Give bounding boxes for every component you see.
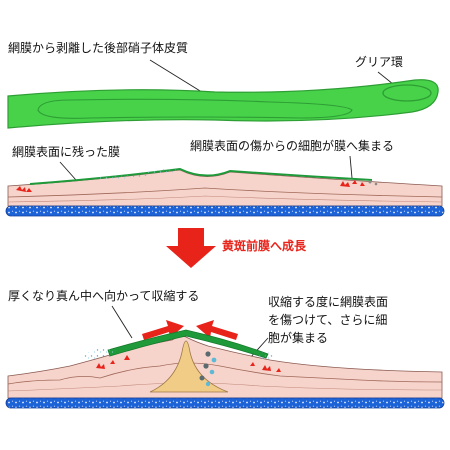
retina-top-layer-2 xyxy=(7,195,443,203)
label-glial-ring: グリア環 xyxy=(355,55,403,69)
choroid-bottom xyxy=(5,397,445,409)
retina-top xyxy=(5,167,445,217)
retina-top-layer xyxy=(7,187,443,198)
label-contraction: 厚くなり真ん中へ向かって収縮する xyxy=(8,288,199,303)
rising-cells xyxy=(199,351,217,387)
red-cells-bottom-left xyxy=(96,355,130,369)
label-growth: 黄斑前膜へ成長 xyxy=(222,238,307,253)
vitreous-inner-outline xyxy=(37,98,353,119)
cell-cluster-left-2 xyxy=(82,352,98,360)
label-damage-line3: 胞が集まる xyxy=(268,330,328,345)
grey-cells-top-right xyxy=(368,180,378,186)
leader-contraction xyxy=(111,305,133,339)
retina-bottom xyxy=(5,329,445,409)
leader-cell-migration xyxy=(349,155,353,179)
label-damage-line2: を傷つけて、さらに細 xyxy=(268,312,387,327)
cell-cluster-right xyxy=(258,352,274,360)
vitreous-cortex-band xyxy=(7,79,439,129)
fovea-elevation xyxy=(149,340,229,393)
label-cell-migration: 網膜表面の傷からの細胞が膜へ集まる xyxy=(190,138,394,153)
residual-membrane xyxy=(29,167,373,185)
label-damage-line1: 収縮する度に網膜表面 xyxy=(268,294,388,309)
growth-arrow xyxy=(166,228,216,268)
cell-cluster-left xyxy=(92,347,116,357)
leader-damage xyxy=(249,337,269,359)
label-vitreous-cortex: 網膜から剥離した後部硝子体皮質 xyxy=(8,40,188,55)
glial-ring xyxy=(382,84,432,102)
choroid-top xyxy=(5,205,445,217)
retina-bottom-layer-1 xyxy=(7,362,443,385)
red-cells-top-right xyxy=(340,180,365,187)
red-cells-bottom-right xyxy=(250,362,281,372)
red-cells-top-left xyxy=(16,186,32,192)
membrane-cells-top xyxy=(100,167,180,181)
leader-residual-membrane xyxy=(59,161,77,181)
label-residual-membrane: 網膜表面に残った膜 xyxy=(12,145,120,159)
